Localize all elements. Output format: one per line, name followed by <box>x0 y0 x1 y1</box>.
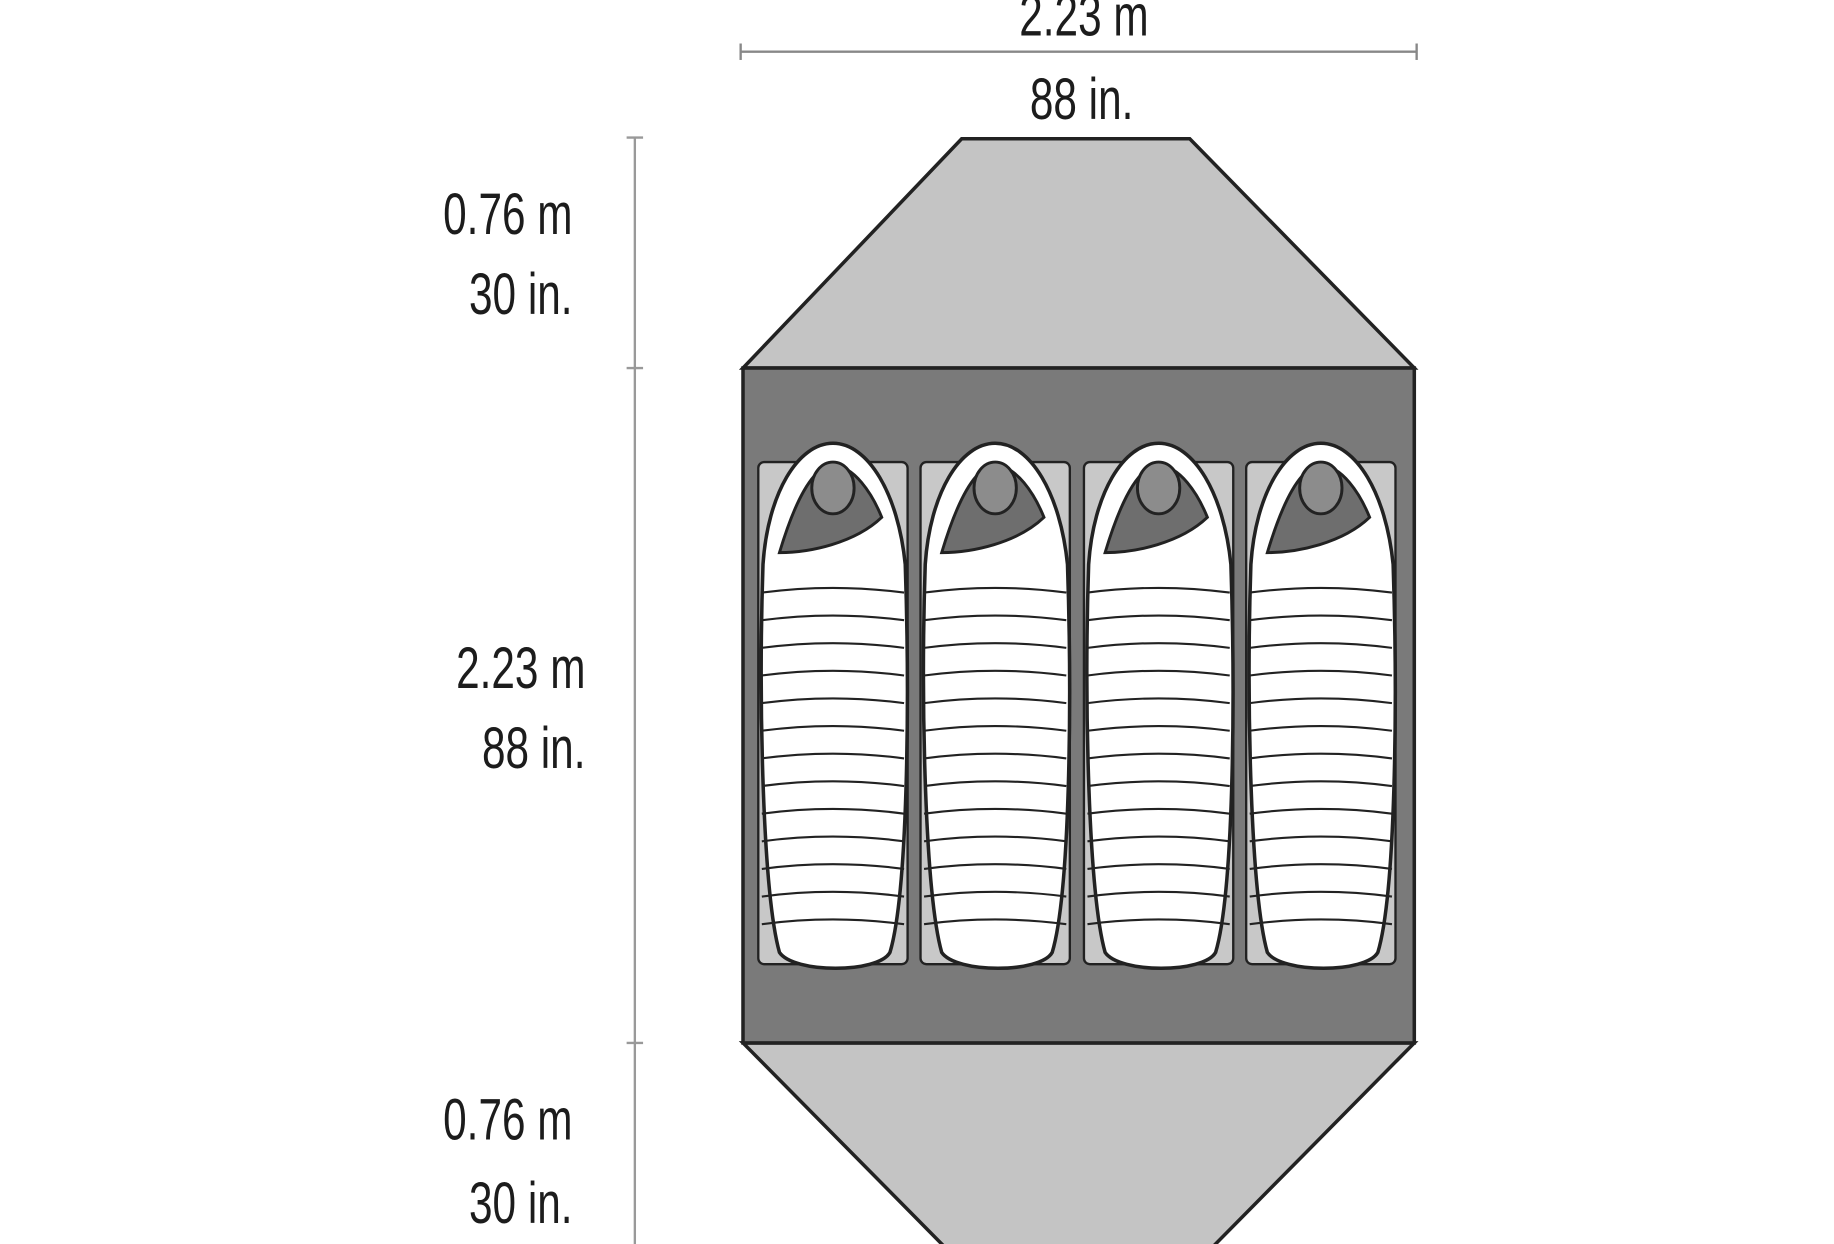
width-imperial-label: 88 in. <box>1030 66 1134 131</box>
baffle-line <box>761 863 905 870</box>
sleeper <box>1082 441 1235 971</box>
baffle-line <box>1249 807 1393 815</box>
baffle-line <box>923 780 1067 788</box>
baffle-line <box>923 752 1067 760</box>
sleeper <box>1245 441 1398 971</box>
head-icon <box>1298 460 1344 516</box>
vestibule-top-metric-label: 0.76 m <box>443 181 572 246</box>
baffle-line <box>1087 780 1230 788</box>
baffle-line <box>761 614 905 622</box>
sleeper <box>919 441 1072 971</box>
baffle-line <box>1249 890 1393 898</box>
baffle-line <box>923 807 1067 815</box>
body-length-metric-label: 2.23 m <box>456 635 585 700</box>
width-dimension-line <box>739 43 1418 60</box>
baffle-line <box>1249 863 1393 870</box>
baffle-line <box>1087 918 1230 926</box>
baffle-line <box>1087 725 1230 732</box>
baffle-line <box>923 725 1067 732</box>
baffle-line <box>923 890 1067 898</box>
baffle-line <box>1249 614 1393 622</box>
baffle-line <box>1249 780 1393 788</box>
length-dimension-line <box>626 136 644 1244</box>
baffle-line <box>761 780 905 788</box>
baffle-line <box>923 697 1067 705</box>
vestibule-bottom-imperial-label: 30 in. <box>469 1170 573 1235</box>
body-length-imperial-label: 88 in. <box>482 715 586 780</box>
baffle-line <box>761 669 905 677</box>
baffle-line <box>761 586 905 594</box>
vestibule-bottom <box>738 1041 1419 1244</box>
baffle-line <box>761 752 905 760</box>
width-metric-label: 2.23 m <box>1019 0 1148 48</box>
vestibule-top-imperial-label: 30 in. <box>469 261 573 326</box>
baffle-line <box>1249 725 1393 732</box>
baffle-line <box>923 835 1067 843</box>
baffle-line <box>1087 835 1230 843</box>
baffle-line <box>1249 586 1393 594</box>
baffle-line <box>1087 614 1230 622</box>
head-icon <box>810 460 856 516</box>
baffle-line <box>1249 669 1393 677</box>
baffle-line <box>1087 642 1230 649</box>
baffle-line <box>923 586 1067 594</box>
head-icon <box>972 460 1018 516</box>
baffle-line <box>1087 807 1230 815</box>
head-icon <box>1135 460 1182 516</box>
baffle-line <box>1249 835 1393 843</box>
baffle-line <box>761 918 905 926</box>
baffle-line <box>761 697 905 705</box>
baffle-line <box>923 642 1067 649</box>
baffle-line <box>761 835 905 843</box>
baffle-line <box>923 918 1067 926</box>
baffle-line <box>1087 669 1230 677</box>
occupants-group <box>757 441 1398 971</box>
baffle-line <box>1249 697 1393 705</box>
baffle-line <box>761 807 905 815</box>
baffle-line <box>1249 752 1393 760</box>
sleeper <box>757 441 910 971</box>
baffle-line <box>1087 586 1230 594</box>
baffle-line <box>1087 697 1230 705</box>
vestibule-bottom-metric-label: 0.76 m <box>443 1087 572 1152</box>
vestibule-top <box>738 136 1419 370</box>
baffle-line <box>1087 752 1230 760</box>
baffle-line <box>761 642 905 649</box>
baffle-line <box>923 614 1067 622</box>
baffle-line <box>1249 918 1393 926</box>
baffle-line <box>1249 642 1393 649</box>
baffle-line <box>1087 863 1230 870</box>
baffle-line <box>923 863 1067 870</box>
baffle-line <box>761 725 905 732</box>
baffle-line <box>923 669 1067 677</box>
baffle-line <box>1087 890 1230 898</box>
baffle-line <box>761 890 905 898</box>
